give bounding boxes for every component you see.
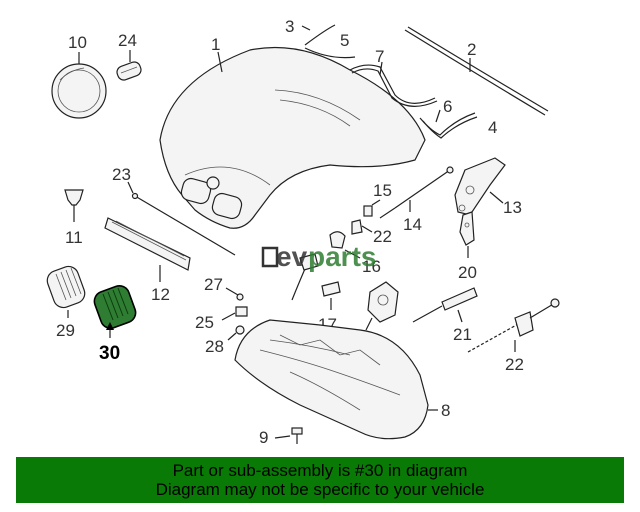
part-2-seal[interactable]	[404, 26, 549, 116]
part-15-bolt[interactable]	[363, 199, 381, 217]
watermark-prefix: ev	[276, 241, 308, 272]
part-12-seal[interactable]	[104, 217, 191, 282]
part-19-bracket[interactable]	[321, 281, 341, 310]
callout-30[interactable]: 30	[99, 343, 120, 364]
callout-9[interactable]: 9	[259, 428, 268, 447]
callout-13[interactable]: 13	[503, 198, 522, 217]
part-7-seal[interactable]	[349, 61, 438, 107]
callout-4[interactable]: 4	[488, 118, 497, 137]
callout-24[interactable]: 22	[373, 227, 392, 246]
callout-25[interactable]: 24	[118, 31, 137, 50]
part-10-emblem[interactable]	[51, 52, 107, 119]
part-22-cable[interactable]	[412, 287, 478, 323]
part-8-insulation[interactable]	[234, 319, 438, 440]
banner-line-2: Diagram may not be specific to your vehi…	[155, 480, 485, 499]
part-26-clip[interactable]	[221, 306, 248, 321]
evparts-logo-watermark: ev parts	[261, 241, 376, 272]
callout-29[interactable]: 29	[56, 321, 75, 340]
callout-6[interactable]: 6	[443, 97, 452, 116]
callout-7[interactable]: 7	[375, 47, 384, 66]
banner-line-1: Part or sub-assembly is #30 in diagram	[172, 461, 468, 480]
part-30-grille-highlighted[interactable]	[92, 283, 139, 338]
part-14-strut[interactable]	[379, 166, 454, 219]
parts-diagram: 10 24 1 3 5 7 2	[44, 17, 560, 447]
part-24-16-release[interactable]	[291, 219, 373, 301]
callout-14[interactable]: 14	[403, 215, 422, 234]
callout-5[interactable]: 5	[340, 31, 349, 50]
part-27-clip[interactable]	[225, 287, 244, 301]
callout-20[interactable]: 20	[458, 263, 477, 282]
callout-16[interactable]: 16	[362, 257, 381, 276]
callout-21[interactable]: 22	[505, 355, 524, 374]
part-3-5-seal[interactable]	[301, 24, 356, 59]
callout-15[interactable]: 15	[373, 181, 392, 200]
callout-10[interactable]: 10	[68, 33, 87, 52]
part-1-hood[interactable]	[159, 46, 426, 229]
part-11-stop[interactable]	[64, 189, 84, 222]
callout-1[interactable]: 1	[211, 35, 220, 54]
part-28-nut[interactable]	[227, 325, 245, 341]
callout-8[interactable]: 8	[441, 401, 450, 420]
part-20-bracket[interactable]	[459, 211, 475, 258]
callout-28[interactable]: 28	[205, 337, 224, 356]
callout-27[interactable]: 27	[204, 275, 223, 294]
callout-11[interactable]: 11	[65, 228, 83, 247]
watermark-suffix: parts	[308, 241, 376, 272]
callout-23[interactable]: 23	[112, 165, 131, 184]
callout-26[interactable]: 25	[195, 313, 214, 332]
callout-22[interactable]: 21	[453, 325, 472, 344]
info-banner: Part or sub-assembly is #30 in diagram D…	[16, 457, 624, 503]
part-6-4-seal[interactable]	[419, 109, 478, 139]
part-17-latch[interactable]	[365, 281, 399, 331]
part-21-cable[interactable]	[467, 298, 560, 353]
callout-2[interactable]: 2	[467, 40, 476, 59]
part-23-rod[interactable]	[127, 181, 236, 256]
part-13-hinge[interactable]	[454, 157, 506, 216]
callout-3[interactable]: 3	[285, 17, 294, 36]
part-25-badge[interactable]	[115, 50, 142, 82]
part-29-grille[interactable]	[44, 264, 87, 318]
callout-12[interactable]: 12	[151, 285, 170, 304]
part-9-clip[interactable]	[274, 427, 303, 444]
